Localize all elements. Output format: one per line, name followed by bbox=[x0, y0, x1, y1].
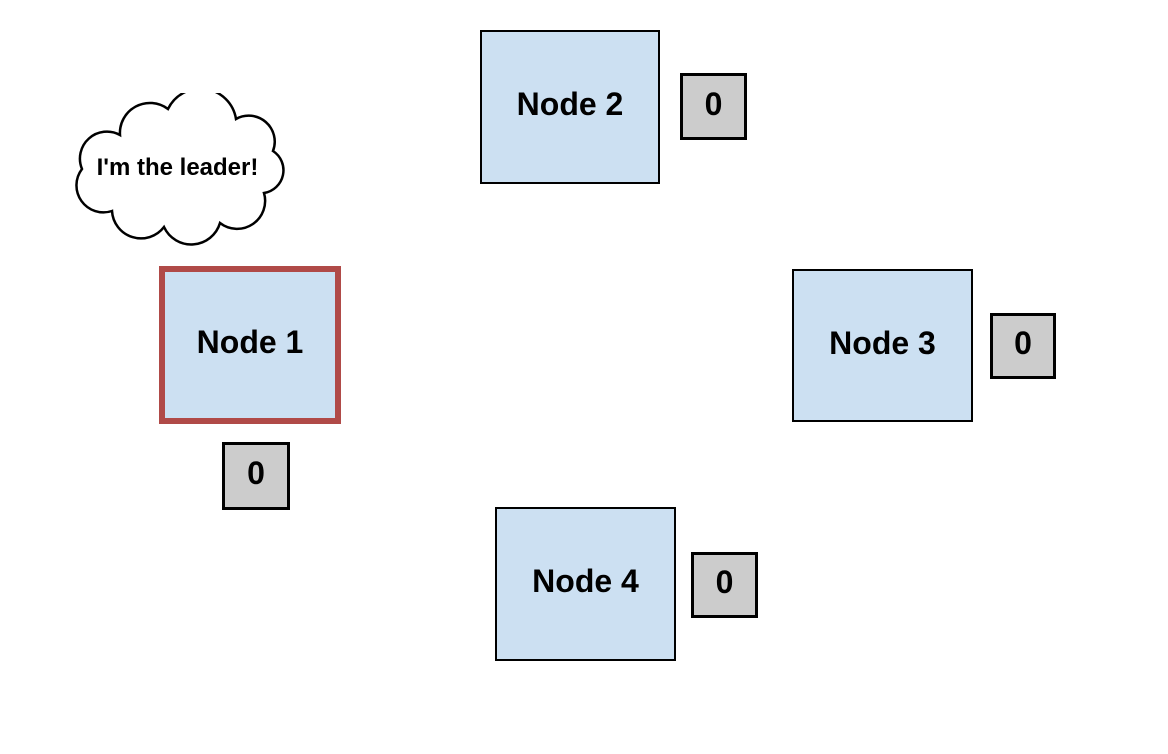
node-4-label: Node 4 bbox=[532, 563, 639, 599]
node-4-counter-value: 0 bbox=[715, 564, 734, 600]
node-2-counter: 0 bbox=[680, 73, 747, 140]
node-1-label: Node 1 bbox=[196, 324, 304, 360]
node-1-counter: 0 bbox=[222, 442, 290, 510]
node-3-box: Node 3 bbox=[792, 269, 973, 422]
node-4-box: Node 4 bbox=[495, 507, 676, 661]
node-2-label: Node 2 bbox=[516, 86, 624, 122]
node-1-box: Node 1 bbox=[159, 266, 341, 424]
thought-cloud-icon bbox=[75, 93, 285, 246]
node-3-counter: 0 bbox=[990, 313, 1056, 379]
node-1-counter-value: 0 bbox=[247, 455, 265, 491]
node-3-counter-value: 0 bbox=[1014, 325, 1032, 361]
cloud-text: I'm the leader! bbox=[96, 153, 259, 181]
node-4-counter: 0 bbox=[691, 552, 758, 618]
leader-speech-cloud: I'm the leader! bbox=[68, 93, 287, 246]
node-2-box: Node 2 bbox=[480, 30, 660, 184]
node-3-label: Node 3 bbox=[829, 324, 936, 361]
node-2-counter-value: 0 bbox=[704, 85, 723, 122]
